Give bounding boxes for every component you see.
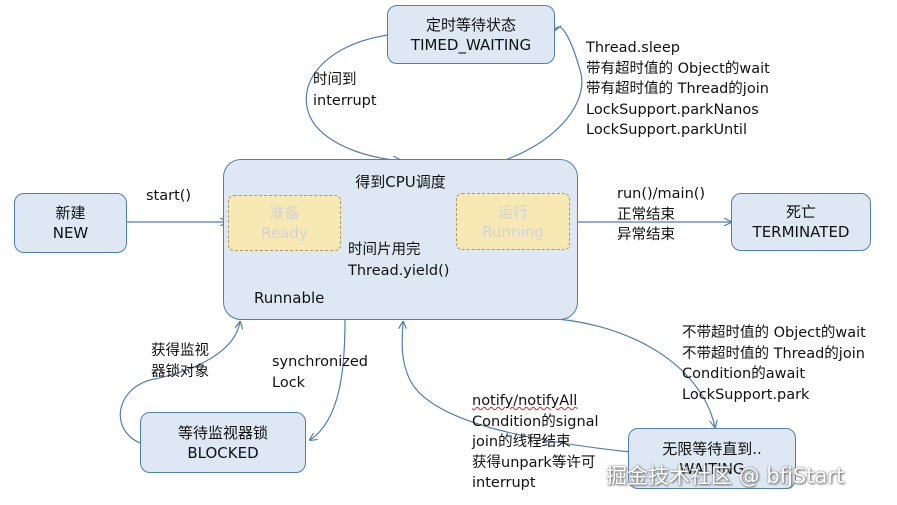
arrow-blocked-to-runnable: [119, 322, 240, 444]
state-label-cn: 定时等待状态: [425, 15, 516, 34]
label-line: 带有超时值的 Object的wait: [586, 60, 770, 77]
label-line: Condition的await: [682, 366, 806, 382]
runnable-title: 得到CPU调度: [355, 173, 446, 191]
label-sync: synchronized Lock: [272, 352, 368, 393]
arrow-waiting-to-runnable: [402, 322, 631, 453]
label-line: LockSupport.parkNanos: [586, 101, 759, 118]
label-line: 带有超时值的 Thread的join: [586, 81, 769, 97]
state-label-en: Running: [482, 222, 544, 241]
label-line: 时间到: [313, 72, 357, 88]
label-line: 不带超时值的 Thread的join: [682, 345, 865, 362]
state-label-en: Ready: [261, 224, 308, 242]
label-line: LockSupport.parkUntil: [586, 122, 747, 138]
label-line: Condition的signal: [472, 413, 599, 430]
label-line: 不带超时值的 Object的wait: [682, 325, 866, 341]
state-running: 运行 Running: [456, 193, 570, 250]
label-line: synchronized: [272, 354, 368, 370]
label-line: run()/main(): [617, 186, 706, 202]
label-line: 异常结束: [617, 227, 675, 243]
label-line: LockSupport.park: [682, 386, 810, 403]
label-line: 获得unpark等许可: [472, 454, 596, 471]
label-start: start(): [146, 188, 192, 204]
watermark: 掘金技术社区 @ bfjStart: [606, 464, 845, 488]
label-line: interrupt: [472, 475, 536, 491]
state-label-cn: 无限等待直到..: [662, 439, 762, 458]
label-line: 器锁对象: [151, 363, 209, 380]
arrow-runnable-to-blocked: [310, 319, 346, 440]
state-label-cn: 运行: [497, 202, 528, 221]
state-label-cn: 新建: [55, 204, 86, 222]
label-timed-methods: Thread.sleep 带有超时值的 Object的wait 带有超时值的 T…: [586, 38, 770, 141]
state-terminated: 死亡 TERMINATED: [731, 193, 871, 251]
label-line: interrupt: [313, 92, 377, 109]
state-label-cn: 死亡: [785, 203, 816, 221]
label-line: Thread.yield(): [348, 262, 450, 279]
state-new: 新建 NEW: [14, 193, 127, 253]
label-acquire-monitor: 获得监视 器锁对象: [151, 341, 209, 382]
state-label-en: TERMINATED: [752, 223, 850, 241]
state-blocked: 等待监视器锁 BLOCKED: [140, 412, 306, 473]
runnable-label: Runnable: [254, 289, 325, 307]
label-yield: 时间片用完 Thread.yield(): [348, 240, 449, 281]
state-label-cn: 准备: [269, 204, 300, 222]
arrow-runnable-to-waiting: [539, 317, 715, 427]
label-line: Thread.sleep: [586, 40, 680, 56]
label-line: 获得监视: [151, 343, 209, 359]
label-line: notify/notifyAll: [472, 393, 578, 409]
state-waiting: 无限等待直到.. WAITING: [628, 428, 796, 489]
state-ready: 准备 Ready: [228, 195, 341, 251]
label-notify: notify/notifyAll Condition的signal join的线…: [472, 391, 599, 494]
label-line: 正常结束: [617, 206, 675, 223]
label-timeout: 时间到 interrupt: [313, 70, 377, 111]
arrow-runnable-to-timed-waiting: [504, 27, 583, 161]
label-line: join的线程结束: [472, 434, 571, 450]
state-label-en: TIMED_WAITING: [410, 35, 532, 54]
state-label-cn: 等待监视器锁: [177, 423, 268, 442]
state-label-en: WAITING: [679, 459, 745, 478]
label-line: 时间片用完: [348, 242, 421, 258]
state-label-en: NEW: [52, 224, 89, 242]
label-line: Lock: [272, 374, 306, 391]
state-timed-waiting: 定时等待状态 TIMED_WAITING: [387, 5, 555, 64]
label-wait-methods: 不带超时值的 Object的wait 不带超时值的 Thread的join Co…: [682, 323, 866, 405]
state-label-en: BLOCKED: [187, 443, 259, 462]
label-finish: run()/main() 正常结束 异常结束: [617, 184, 705, 246]
arrow-timed-waiting-to-runnable: [305, 34, 400, 160]
